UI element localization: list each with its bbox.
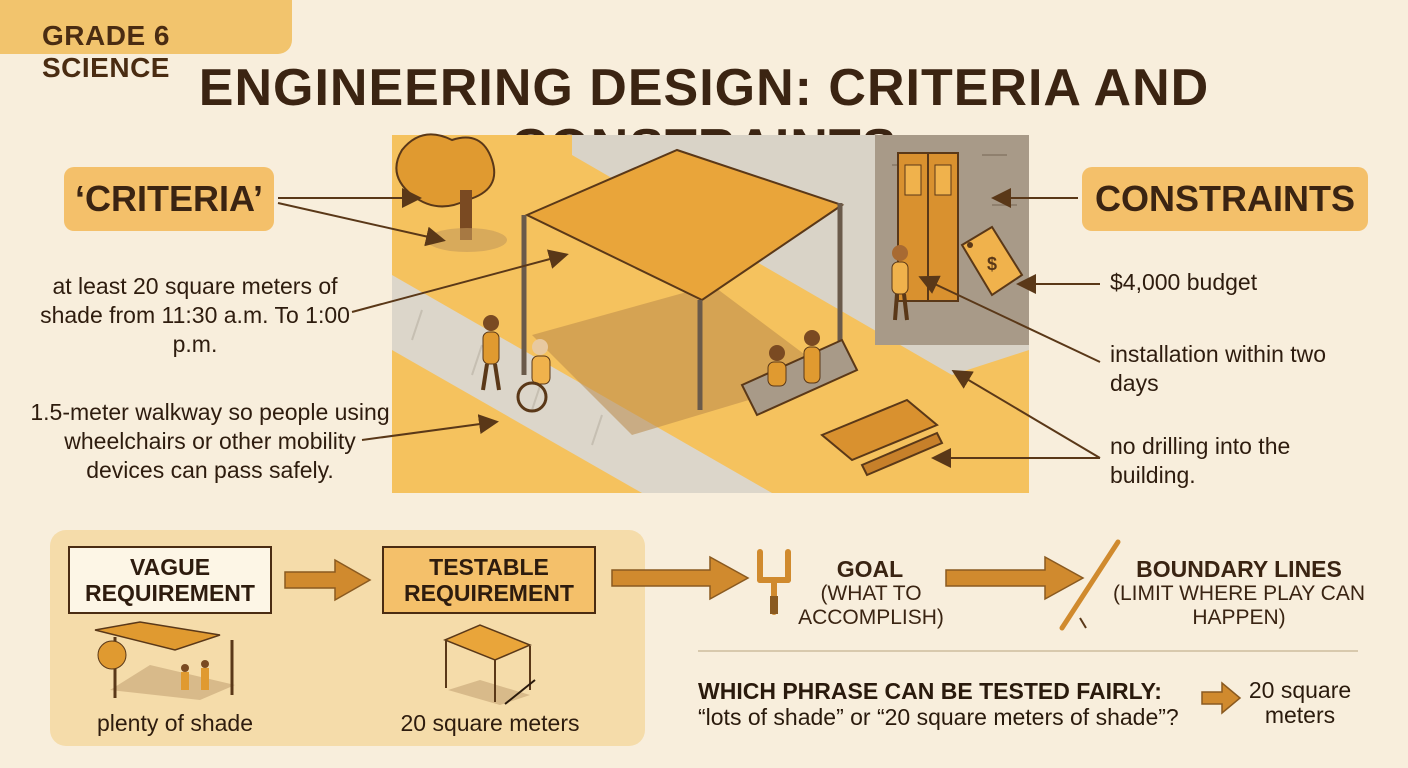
- question-heading: WHICH PHRASE CAN BE TESTED FAIRLY:: [698, 678, 1162, 704]
- testable-requirement-box: TESTABLE REQUIREMENT: [382, 546, 596, 614]
- section-divider: [698, 650, 1358, 652]
- goal-subtitle: (WHAT TO ACCOMPLISH): [798, 582, 944, 629]
- testable-shade-icon: [443, 624, 536, 705]
- question-text: “lots of shade” or “20 square meters of …: [698, 704, 1179, 730]
- vague-shade-icon: [94, 621, 235, 700]
- vague-requirement-box: VAGUE REQUIREMENT: [68, 546, 272, 614]
- vague-requirement-caption: plenty of shade: [96, 710, 253, 736]
- constraints-label: CONSTRAINTS: [1082, 167, 1368, 231]
- grade-tag: GRADE 6 SCIENCE: [0, 0, 292, 83]
- picnic-table: [820, 398, 939, 462]
- wheelchair: [516, 381, 548, 413]
- boundary-lines-title: BOUNDARY LINES: [1136, 556, 1342, 582]
- boundary-lines-subtitle: (LIMIT WHERE PLAY CAN HAPPEN): [1112, 582, 1366, 629]
- constraint-budget-note: $4,000 budget: [1110, 269, 1258, 295]
- criteria-walkway-note: 1.5-meter walkway so people using wheelc…: [30, 399, 390, 483]
- criteria-label: ‘CRITERIA’: [64, 167, 274, 231]
- constraint-installation-note: installation within two days: [1110, 341, 1327, 396]
- goal-title: GOAL: [836, 556, 904, 582]
- schoolyard-scene: $: [392, 133, 1029, 493]
- criteria-shade-note: at least 20 square meters of shade from …: [40, 273, 350, 357]
- testable-requirement-caption: 20 square meters: [400, 710, 580, 736]
- question-answer: 20 square meters: [1248, 677, 1352, 728]
- boundary-line-icon: [1059, 539, 1121, 631]
- price-tag-symbol: $: [987, 254, 997, 274]
- constraint-drilling-note: no drilling into the building.: [1110, 433, 1291, 488]
- flow-arrow: [284, 555, 1242, 715]
